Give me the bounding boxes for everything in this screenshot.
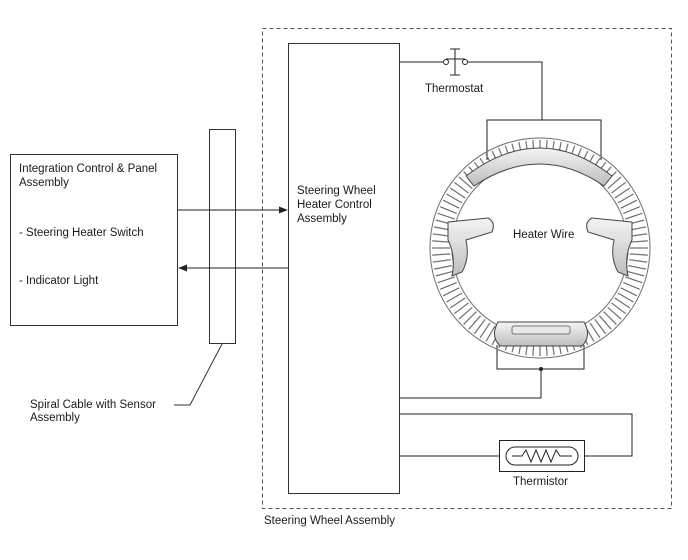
heater-coil-segment	[614, 187, 631, 199]
spiral-cable-label-line1: Spiral Cable with Sensor	[30, 399, 156, 411]
heater-coil-segment	[437, 212, 455, 220]
control-assembly-label-line3: Assembly	[297, 213, 347, 225]
heater-coil-segment	[435, 270, 454, 277]
heater-coil-segment	[453, 302, 469, 315]
heater-coil-segment	[620, 287, 638, 297]
steering-wheel-assembly-label: Steering Wheel Assembly	[264, 515, 395, 527]
heater-coil-segment	[449, 297, 466, 309]
integration-title-line1: Integration Control & Panel	[19, 163, 157, 175]
heater-coil-segment	[468, 315, 482, 330]
steering-wheel-heater-icon	[429, 137, 651, 359]
heater-coil-segment	[626, 270, 645, 277]
heater-coil-segment	[479, 322, 491, 339]
heater-coil-segment	[628, 265, 647, 270]
heater-coil-segment	[437, 276, 455, 284]
heater-coil-segment	[614, 297, 631, 309]
heater-coil-segment	[629, 253, 648, 256]
heater-coil-segment	[473, 319, 486, 335]
heater-coil-segment	[442, 287, 460, 297]
heater-coil-segment	[485, 325, 496, 342]
heater-coil-segment	[453, 181, 469, 194]
heater-coil-segment	[446, 193, 463, 204]
heater-coil-segment	[446, 292, 463, 303]
thermistor-label: Thermistor	[513, 476, 568, 488]
heater-coil-segment	[458, 176, 473, 190]
integration-title-line2: Assembly	[19, 177, 69, 189]
heater-coil-segment	[432, 259, 451, 263]
heater-coil-segment	[625, 212, 643, 220]
steering-wheel-assembly-boundary	[262, 28, 672, 509]
control-assembly-label-line1: Steering Wheel	[297, 185, 376, 197]
heater-coil-segment	[589, 322, 601, 339]
heater-coil-segment	[622, 206, 641, 215]
heater-coil-segment	[629, 259, 648, 263]
heater-coil-segment	[449, 187, 466, 199]
heater-coil-segment	[625, 276, 643, 284]
thermostat-label: Thermostat	[425, 83, 484, 95]
heater-coil-segment	[598, 315, 612, 330]
control-assembly-label-line2: Heater Control	[297, 199, 372, 211]
heater-coil-segment	[617, 292, 634, 303]
heater-coil-segment	[432, 240, 451, 243]
heater-coil-segment	[607, 176, 622, 190]
heater-coil-segment	[594, 319, 607, 335]
heater-coil-segment	[439, 206, 458, 215]
heater-coil-segment	[617, 193, 634, 204]
thermistor-upper-wire	[400, 413, 633, 457]
heater-coil-segment	[603, 311, 617, 325]
spiral-cable-leader-line	[174, 343, 223, 406]
heater-coil-segment	[439, 281, 458, 290]
heater-coil-segment	[622, 281, 641, 290]
heater-control-assembly-box: Steering Wheel Heater Control Assembly	[288, 43, 400, 494]
heater-coil-segment	[458, 306, 473, 320]
heater-wire-label: Heater Wire	[513, 229, 574, 241]
heater-coil-segment	[433, 265, 452, 270]
heater-coil-segment	[607, 306, 622, 320]
heater-coil-segment	[463, 311, 477, 325]
heater-coil-segment	[629, 240, 648, 243]
integration-control-panel-box: Integration Control & Panel Assembly - S…	[10, 154, 178, 326]
heater-coil-segment	[432, 253, 451, 256]
heater-coil-segment	[611, 181, 627, 194]
spiral-cable-label-line2: Assembly	[30, 412, 80, 424]
thermostat-switch-icon	[400, 48, 543, 120]
heater-wire-top-lead	[486, 119, 602, 160]
resistor-icon	[499, 440, 585, 472]
heater-coil-segment	[611, 302, 627, 315]
heater-return-wire	[400, 369, 542, 399]
spiral-cable	[209, 129, 236, 344]
steering-heater-switch-label: - Steering Heater Switch	[19, 227, 144, 239]
heater-coil-segment	[442, 199, 460, 209]
indicator-light-label: - Indicator Light	[19, 275, 99, 287]
heater-coil-segment	[620, 199, 638, 209]
